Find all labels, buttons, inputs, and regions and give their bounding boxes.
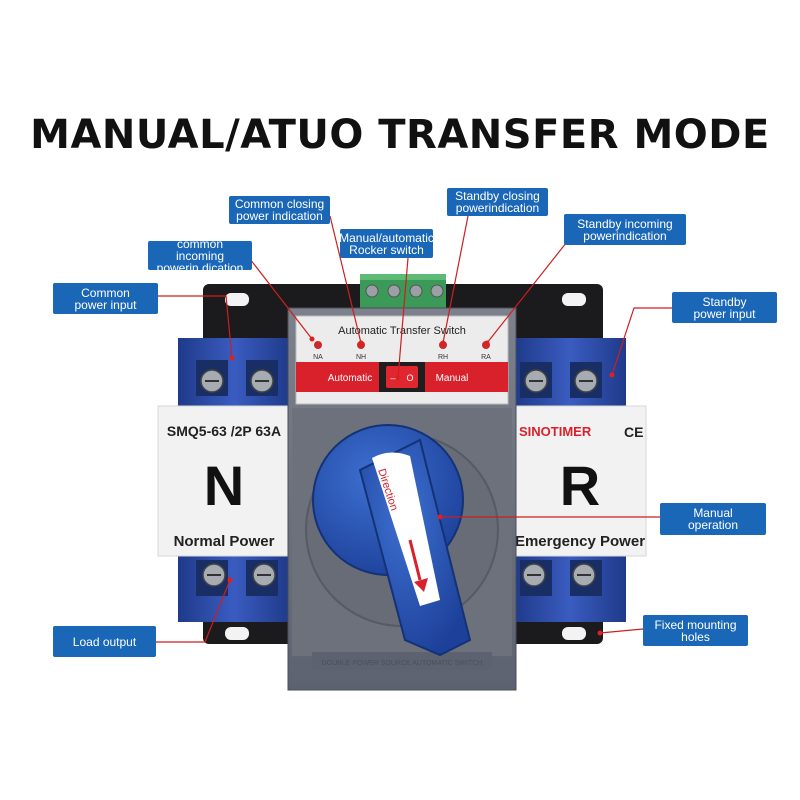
right-terminal-top bbox=[514, 338, 626, 406]
embossed-text: DOUBLE POWER SOURCE AUTOMATIC SWITCH bbox=[322, 660, 483, 667]
mounting-hole-bottom-left bbox=[225, 627, 249, 640]
svg-text:RH: RH bbox=[438, 354, 448, 361]
led-ra bbox=[482, 341, 490, 349]
manual-label: Manual bbox=[436, 373, 469, 384]
emergency-power-label: Emergency Power bbox=[515, 533, 645, 550]
right-terminal-bottom bbox=[514, 556, 626, 622]
panel-title: Automatic Transfer Switch bbox=[338, 325, 466, 337]
mounting-hole-top-right bbox=[562, 293, 586, 306]
normal-power-label: Normal Power bbox=[174, 533, 275, 550]
model-label: SMQ5-63 /2P 63A bbox=[167, 423, 281, 439]
callout-load-output: Load output bbox=[53, 626, 156, 657]
brand-label: SINOTIMER bbox=[519, 424, 592, 439]
r-letter: R bbox=[560, 454, 600, 517]
automatic-label: Automatic bbox=[328, 373, 372, 384]
mounting-hole-top-left bbox=[225, 293, 249, 306]
rocker-terminal-block bbox=[360, 274, 446, 308]
svg-text:NH: NH bbox=[356, 354, 366, 361]
ce-mark: CE bbox=[624, 424, 643, 440]
rotary-handle[interactable]: Direction bbox=[312, 424, 472, 657]
svg-text:NA: NA bbox=[313, 354, 323, 361]
led-nh bbox=[357, 341, 365, 349]
mounting-hole-bottom-right bbox=[562, 627, 586, 640]
svg-text:—: — bbox=[391, 373, 400, 383]
n-letter: N bbox=[204, 454, 244, 517]
svg-text:RA: RA bbox=[481, 354, 491, 361]
led-na bbox=[314, 341, 322, 349]
right-label-panel: SINOTIMER CE R Emergency Power bbox=[513, 405, 647, 557]
led-rh bbox=[439, 341, 447, 349]
left-label-panel: SMQ5-63 /2P 63A N Normal Power bbox=[157, 405, 291, 557]
left-terminal-bottom bbox=[178, 556, 290, 622]
page-title: MANUAL/ATUO TRANSFER MODE bbox=[30, 112, 770, 158]
left-terminal-top bbox=[178, 338, 290, 406]
svg-text:O: O bbox=[406, 373, 413, 383]
